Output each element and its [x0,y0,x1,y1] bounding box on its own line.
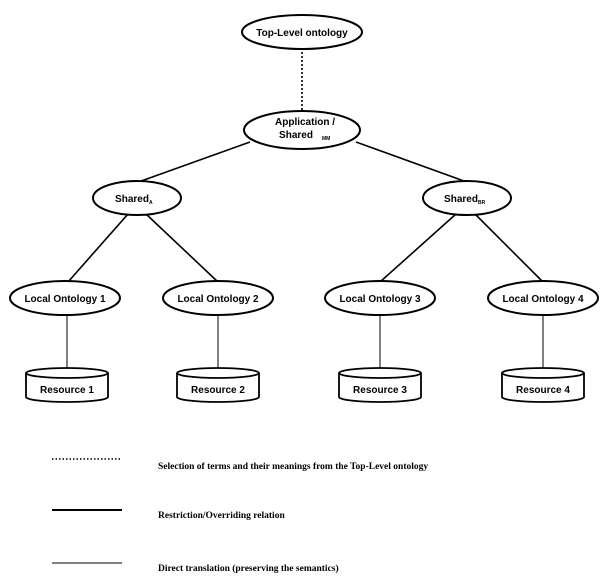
resource-3-label: Resource 3 [353,385,407,396]
legend-translation-text: Direct translation (preserving the seman… [158,563,339,574]
node-local-ontology-1-label: Local Ontology 1 [24,294,106,305]
node-app-label-line2: Shared [279,130,313,141]
node-local-ontology-2: Local Ontology 2 [162,280,274,316]
connector-shared-left-to-local-1 [67,213,129,283]
node-local-ontology-3: Local Ontology 3 [324,280,436,316]
resource-3-cylinder-icon: Resource 3 [338,367,422,403]
resource-4-cylinder-icon: Resource 4 [501,367,585,403]
node-shared-left: Shared A [92,180,182,216]
resource-2-cylinder-icon: Resource 2 [176,367,260,403]
connector-app-to-shared-right [355,141,476,186]
node-app-label-line1: Application / [275,117,335,128]
legend-selection-text: Selection of terms and their meanings fr… [158,462,428,472]
node-top-level-ontology: Top-Level ontology [241,14,363,50]
legend-item-selection: Selection of terms and their meanings fr… [52,458,428,472]
resource-1-label: Resource 1 [40,385,94,396]
node-shared-left-subscript: A [149,200,153,206]
legend-item-restriction: Restriction/Overriding relation [52,509,285,521]
resource-4-label: Resource 4 [516,385,570,396]
node-shared-right: Shared BR [422,180,512,216]
legend: Selection of terms and their meanings fr… [52,458,428,574]
node-application-shared: Application / Shared MM [243,110,361,150]
node-local-ontology-4-label: Local Ontology 4 [502,294,584,305]
connector-shared-left-to-local-2 [145,213,219,283]
node-local-ontology-3-label: Local Ontology 3 [339,294,421,305]
resource-1-cylinder-icon: Resource 1 [25,367,109,403]
node-shared-right-label: Shared [444,194,478,205]
node-local-ontology-4: Local Ontology 4 [487,280,599,316]
connector-shared-right-to-local-3 [379,213,457,283]
resource-2-label: Resource 2 [191,385,245,396]
node-app-label-subscript: MM [322,136,330,142]
node-shared-left-label: Shared [115,194,149,205]
node-top-level-label: Top-Level ontology [256,28,348,39]
connector-app-to-shared-left [129,141,251,186]
node-local-ontology-1: Local Ontology 1 [9,280,121,316]
legend-restriction-text: Restriction/Overriding relation [158,511,285,521]
node-local-ontology-2-label: Local Ontology 2 [177,294,259,305]
node-shared-right-subscript: BR [478,200,486,206]
legend-item-translation: Direct translation (preserving the seman… [52,562,339,574]
connector-shared-right-to-local-4 [474,213,544,283]
connectors [66,48,544,370]
